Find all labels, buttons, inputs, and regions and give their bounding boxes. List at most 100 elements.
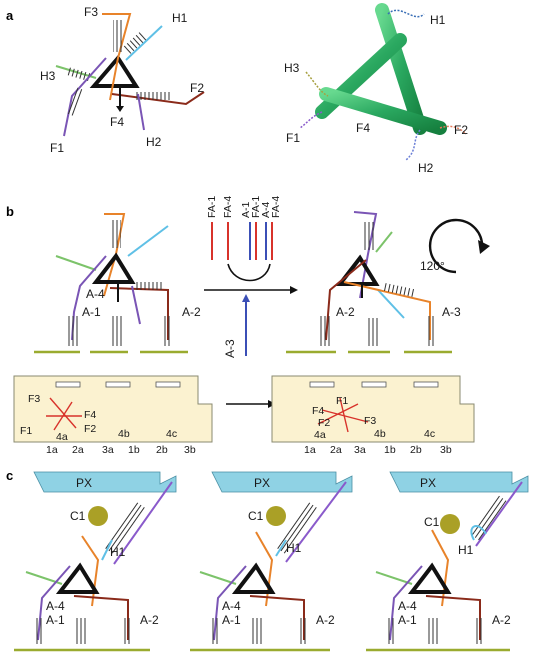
site-2b: 2b — [410, 444, 422, 456]
progress-arrowhead — [290, 286, 298, 294]
model-label-f2: F2 — [454, 123, 468, 137]
duplex-darkred — [134, 282, 162, 290]
panel-b-label: b — [6, 204, 14, 219]
site-4b: 4b — [374, 428, 386, 440]
origami-tile — [271, 375, 475, 443]
anchor-stem-3 — [474, 618, 484, 644]
origami-label-f4: F4 — [84, 409, 96, 421]
px-label: PX — [420, 476, 436, 490]
site-4b: 4b — [118, 428, 130, 440]
anchor-stem-2 — [252, 618, 262, 644]
origami-label-f1: F1 — [336, 395, 348, 407]
origami-label-f3: F3 — [364, 415, 376, 427]
anchor-stem-1 — [320, 316, 330, 346]
site-1b: 1b — [384, 444, 396, 456]
strand-h2-purple — [137, 93, 145, 131]
px-bar — [211, 471, 353, 493]
anchor-label-a2: A-2 — [140, 613, 159, 627]
px-duplex — [104, 502, 146, 554]
strand-cyan — [127, 225, 169, 257]
fuel-label-1: FA-1 — [206, 196, 218, 218]
duplex-f1 — [67, 87, 85, 117]
helix-label: H1 — [286, 541, 302, 555]
px-duplex — [276, 502, 318, 554]
anchor-stem-3 — [162, 316, 172, 346]
origami-label-f2: F2 — [84, 423, 96, 435]
duplex-f2 — [136, 92, 172, 100]
origami-sites: 1a 2a 3a 4b 1b 4c 2b 3b — [46, 428, 196, 456]
anchor-label-a1: A-1 — [46, 613, 65, 627]
site-1b: 1b — [128, 444, 140, 456]
fuel-label-4: FA-1 — [250, 196, 262, 218]
arrowhead-f4 — [116, 106, 124, 112]
loop-f2 — [439, 125, 467, 135]
anchor-label-a4: A-4 — [222, 599, 241, 613]
panel-c-frame-1: PX C1 H1 A-4 A-1 A-2 — [14, 471, 177, 652]
site-3a: 3a — [354, 444, 366, 456]
px-strand — [285, 481, 347, 563]
rotation-arrow — [428, 218, 484, 274]
strand-f3-orange — [102, 13, 132, 101]
strand-f1-purple — [63, 57, 107, 137]
strand-purple-right — [131, 285, 141, 325]
duplex-purple — [364, 222, 374, 250]
rotation-label: 120° — [420, 259, 445, 273]
loop-f1 — [299, 111, 323, 129]
anchor-label-a2: A-2 — [336, 305, 355, 319]
anchor-label-a4: A-4 — [86, 287, 105, 301]
strand-green — [55, 255, 97, 271]
strand-cyan — [101, 539, 113, 561]
panel-b-fuel-exchange: FA-1 FA-4 A-1 FA-1 A-4 FA-4 A-3 — [204, 196, 298, 358]
origami-label-f4: F4 — [312, 405, 324, 417]
slot-1 — [55, 381, 81, 388]
px-bar — [33, 471, 177, 493]
duplex-f3 — [113, 20, 123, 52]
exchange-arrow-curve — [227, 263, 271, 282]
tube-1 — [375, 3, 427, 135]
junction-triangle — [231, 562, 276, 594]
rotation-arrowhead — [478, 240, 490, 254]
cargo-label: C1 — [70, 509, 86, 523]
loop-h2 — [405, 129, 421, 161]
anchor-stem-1 — [68, 316, 78, 346]
strand-green — [375, 231, 393, 253]
panel-b-left-origami: F3 F4 F2 F1 4a 1a 2a 3a 4b 1b 4c 2b 3b — [13, 375, 213, 456]
origami-label-4a: 4a — [314, 429, 326, 441]
fuel-label-3: A-1 — [240, 202, 252, 219]
anchor-stem-2 — [112, 316, 122, 346]
duplex-h3 — [65, 66, 91, 82]
slot-2 — [361, 381, 387, 388]
junction-triangle — [55, 562, 100, 594]
input-arrowhead — [242, 294, 250, 302]
cargo-label: C1 — [424, 515, 440, 529]
tube-3 — [319, 87, 447, 135]
panel-c-label: c — [6, 468, 13, 483]
origami-arm-2 — [339, 397, 349, 433]
fuel-label-2: FA-4 — [222, 196, 234, 218]
fuel-label-5: A-4 — [260, 202, 272, 219]
anchor-stem-1 — [210, 618, 220, 644]
label-f3: F3 — [84, 5, 98, 19]
model-label-h1: H1 — [430, 13, 446, 27]
px-duplex — [471, 495, 507, 541]
slot-1 — [309, 381, 335, 388]
site-4c: 4c — [424, 428, 435, 440]
origami-sites: 1a 2a 3a 4b 1b 4c 2b 3b — [304, 428, 452, 456]
anchor-label-a4: A-4 — [46, 599, 65, 613]
label-h2: H2 — [146, 135, 162, 149]
helix-label: H1 — [458, 543, 474, 557]
duplex-orange — [111, 220, 121, 248]
site-3b: 3b — [440, 444, 452, 456]
anchor-label-a1: A-1 — [398, 613, 417, 627]
origami-tile — [13, 375, 213, 443]
panel-c-frame-3: PX C1 H1 A-4 A-1 A-2 — [366, 471, 529, 652]
anchor-stem-2 — [428, 618, 438, 644]
origami-label-f2: F2 — [318, 417, 330, 429]
cargo-label: C1 — [248, 509, 264, 523]
anchor-label-a2: A-2 — [492, 613, 511, 627]
strand-green — [375, 571, 413, 585]
panel-a-3d-model: H1 H3 F4 F2 F1 H2 — [284, 3, 468, 175]
anchor-label-a1: A-1 — [222, 613, 241, 627]
input-strand-label: A-3 — [223, 339, 237, 358]
